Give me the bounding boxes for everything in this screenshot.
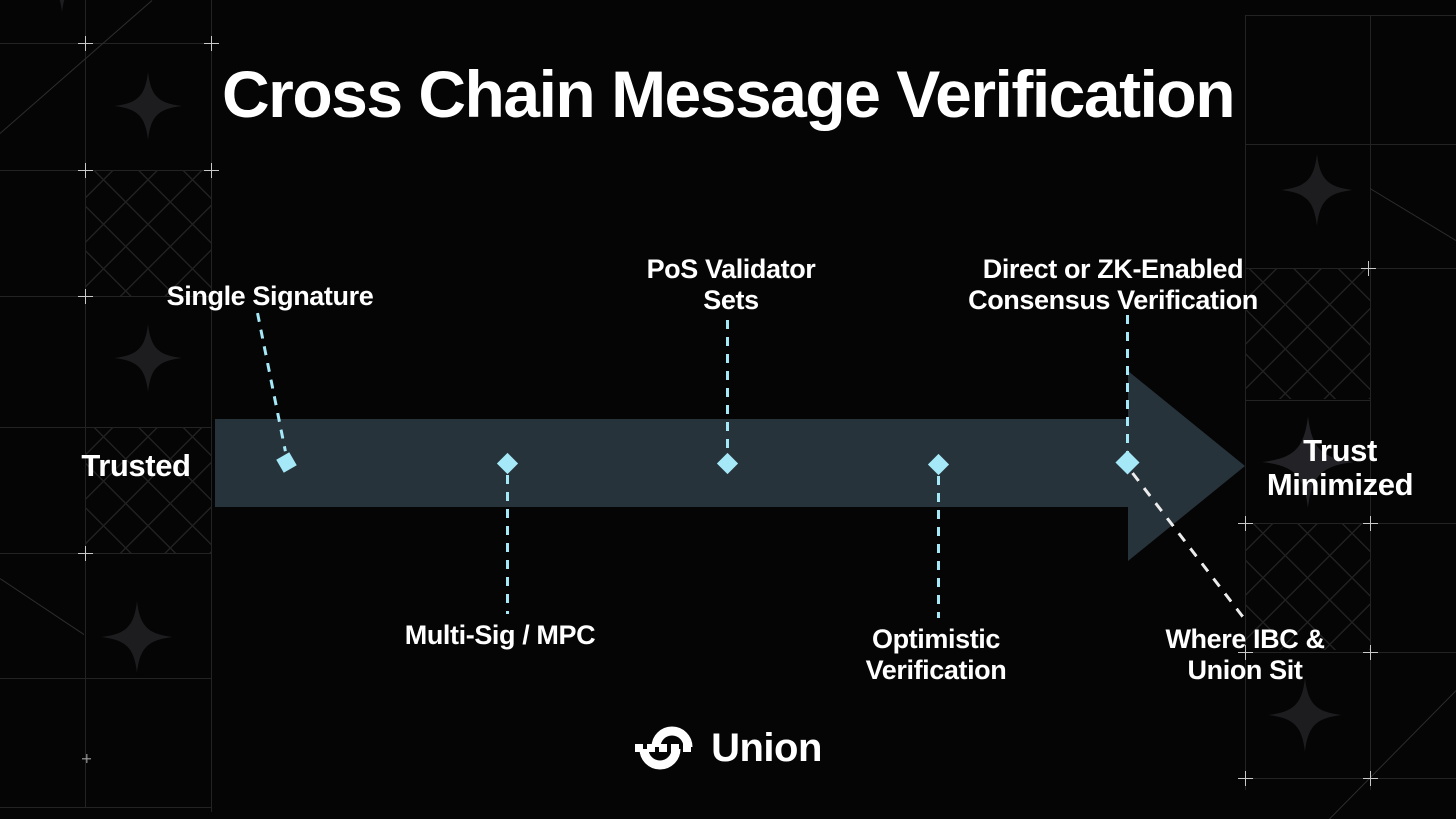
grid-line-horizontal [0, 43, 211, 44]
grid-line-horizontal [0, 553, 211, 554]
star-decoration [32, 0, 92, 12]
plus-marker [77, 288, 93, 304]
crosshatch-panel [85, 427, 211, 553]
trusted-endpoint-label: Trusted [81, 448, 191, 483]
plus-marker [203, 162, 219, 178]
grid-line-horizontal [1245, 144, 1456, 145]
plus-marker [77, 35, 93, 51]
milestone-connector [725, 320, 729, 453]
grid-line-horizontal [1245, 400, 1370, 401]
milestone-connector [936, 476, 940, 618]
star-decoration [114, 324, 182, 392]
grid-line-horizontal [1245, 778, 1456, 779]
plus-marker [203, 35, 219, 51]
grid-line-vertical [1245, 15, 1246, 790]
plus-marker [1360, 260, 1376, 276]
plus-marker [1237, 770, 1253, 786]
grid-line-vertical [1370, 15, 1371, 790]
milestone-label-zk-consensus-verification: Direct or ZK-Enabled Consensus Verificat… [968, 254, 1258, 315]
union-logo-wordmark: Union [711, 725, 822, 770]
plus-marker [77, 545, 93, 561]
milestone-label-multisig-mpc: Multi-Sig / MPC [404, 620, 596, 650]
plus-marker [1362, 770, 1378, 786]
spectrum-arrow-bar [215, 419, 1128, 507]
milestone-label-single-signature: Single Signature [166, 281, 374, 311]
grid-line-horizontal [0, 807, 211, 808]
trust-minimized-endpoint-label: Trust Minimized [1266, 433, 1414, 502]
union-logo-icon [634, 716, 698, 780]
plus-marker [77, 162, 93, 178]
crosshatch-panel [85, 170, 211, 296]
grid-line-vertical [85, 0, 86, 807]
diagonal-line [0, 578, 85, 635]
milestone-label-pos-validator-sets: PoS Validator Sets [646, 254, 816, 315]
spectrum-arrow-head [1128, 371, 1245, 561]
page-title: Cross Chain Message Verification [221, 57, 1236, 131]
grid-line-horizontal [0, 678, 211, 679]
footer-logo: Union [0, 716, 1456, 780]
star-decoration [101, 601, 173, 673]
plus-marker [1362, 515, 1378, 531]
crosshatch-panel [1245, 268, 1370, 399]
grid-line-vertical [211, 0, 212, 812]
milestone-label-optimistic-verification: Optimistic Verification [865, 624, 1007, 685]
plus-marker [1237, 644, 1253, 660]
milestone-connector [505, 475, 509, 614]
crosshatch-panel [1245, 523, 1370, 650]
diagonal-line [1369, 188, 1456, 242]
grid-line-horizontal [1245, 15, 1456, 16]
plus-marker [1237, 515, 1253, 531]
grid-line-horizontal [0, 296, 211, 297]
grid-line-horizontal [1245, 652, 1456, 653]
plus-marker [1362, 644, 1378, 660]
star-decoration [1281, 154, 1353, 226]
annotation-label-where-ibc-union-sit: Where IBC & Union Sit [1165, 624, 1325, 685]
plus-marker [81, 753, 91, 763]
milestone-connector [1125, 315, 1129, 452]
